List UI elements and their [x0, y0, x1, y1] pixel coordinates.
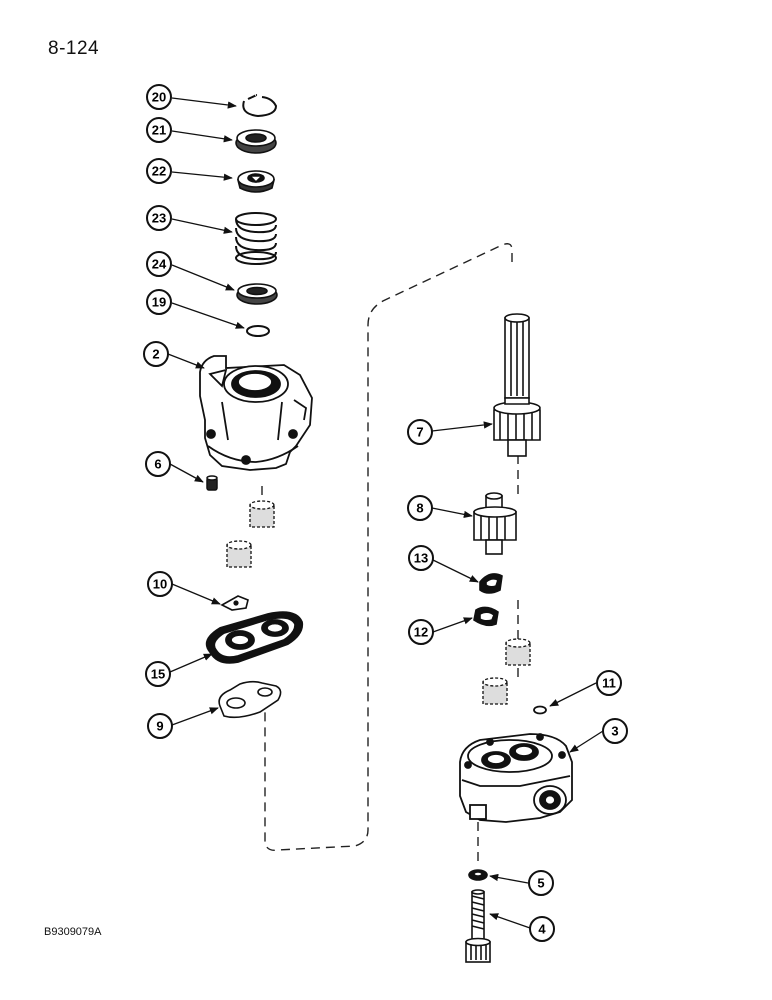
callout-13: 13	[408, 545, 434, 571]
seal-part-21	[235, 129, 277, 154]
pump-body-part-3	[459, 733, 573, 823]
svg-text:7: 7	[416, 425, 423, 440]
bushing-right-lower	[482, 677, 508, 705]
svg-text:20: 20	[152, 90, 166, 105]
callout-5: 5	[528, 870, 554, 896]
seal-plate-part-10	[220, 595, 249, 611]
svg-text:23: 23	[152, 211, 166, 226]
pump-cover-part-2	[199, 355, 313, 471]
seal-part-13	[479, 573, 503, 594]
svg-text:24: 24	[152, 257, 167, 272]
svg-text:3: 3	[611, 724, 618, 739]
washer-part-5	[468, 869, 488, 881]
driven-gear-part-8	[473, 492, 517, 555]
callout-20: 20	[146, 84, 172, 110]
svg-text:13: 13	[414, 551, 428, 566]
callout-19: 19	[146, 289, 172, 315]
bushing-left-lower	[226, 540, 252, 568]
svg-text:4: 4	[538, 922, 546, 937]
dowel-pin-part-6	[206, 475, 218, 491]
svg-text:19: 19	[152, 295, 166, 310]
svg-text:15: 15	[151, 667, 165, 682]
leader-lines	[167, 97, 604, 929]
svg-text:12: 12	[414, 625, 428, 640]
figure-code: B9309079A	[44, 926, 102, 938]
callout-10: 10	[147, 571, 173, 597]
alignment-dashed-lines	[261, 243, 519, 865]
callout-11: 11	[596, 670, 622, 696]
o-ring-part-11	[533, 705, 547, 715]
svg-text:9: 9	[156, 719, 163, 734]
bushing-left-upper	[249, 500, 275, 528]
wear-plate-part-9	[218, 680, 282, 719]
valve-seat-part-22	[236, 170, 276, 193]
svg-text:11: 11	[602, 676, 616, 691]
snap-ring-part-20	[242, 94, 278, 118]
cap-screw-part-4	[465, 889, 491, 963]
callout-12: 12	[408, 619, 434, 645]
drive-shaft-part-7	[493, 313, 541, 457]
callout-24: 24	[146, 251, 172, 277]
svg-text:10: 10	[153, 577, 167, 592]
callout-15: 15	[145, 661, 171, 687]
gasket-part-15	[205, 611, 304, 664]
bushing-right-upper	[505, 638, 531, 666]
svg-text:6: 6	[154, 457, 161, 472]
washer-part-24	[236, 283, 278, 305]
callout-2: 2	[143, 341, 169, 367]
seal-retainer-part-12	[473, 606, 499, 627]
svg-text:5: 5	[537, 876, 544, 891]
page-number: 8-124	[48, 38, 100, 59]
callout-4: 4	[529, 916, 555, 942]
callout-7: 7	[407, 419, 433, 445]
svg-text:21: 21	[152, 123, 166, 138]
callout-6: 6	[145, 451, 171, 477]
snap-ring-part-19	[246, 325, 270, 337]
callout-21: 21	[146, 117, 172, 143]
svg-text:22: 22	[152, 164, 166, 179]
callout-3: 3	[602, 718, 628, 744]
callout-22: 22	[146, 158, 172, 184]
callout-9: 9	[147, 713, 173, 739]
callouts: 20 21 22 23 24 19 2 6 10 15 9 7 8 13 12 …	[143, 84, 628, 942]
callout-8: 8	[407, 495, 433, 521]
svg-text:2: 2	[152, 347, 159, 362]
svg-text:8: 8	[416, 501, 423, 516]
callout-23: 23	[146, 205, 172, 231]
spring-part-23	[235, 212, 277, 265]
